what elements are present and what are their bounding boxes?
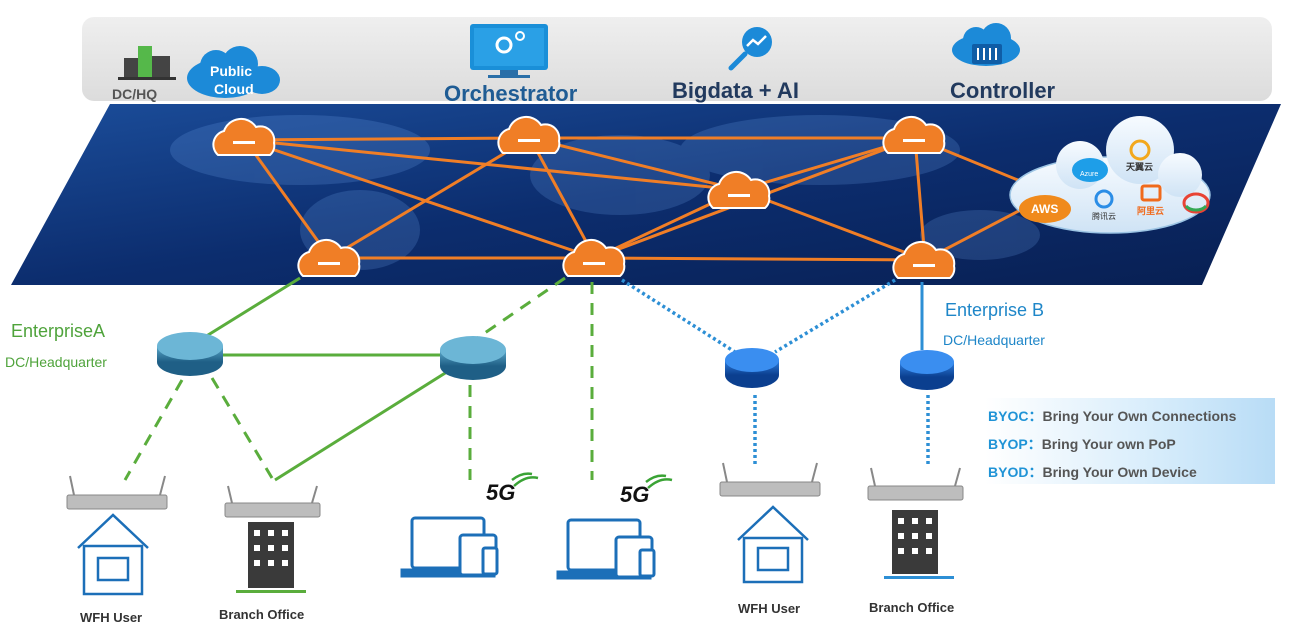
pop-node-2 (497, 115, 561, 154)
pop-node-6 (562, 238, 626, 277)
byop-text: Bring Your own PoP (1041, 436, 1176, 452)
controller-label: Controller (950, 78, 1056, 103)
byod-row: BYOD：Bring Your Own Device (988, 462, 1197, 482)
byod-text: Bring Your Own Device (1042, 464, 1197, 480)
laptop-phone-icon (400, 516, 499, 578)
byoc-text: Bring Your Own Connections (1042, 408, 1237, 424)
home-user-icon (77, 513, 149, 596)
enterprise-b-subtitle: DC/Headquarter (943, 332, 1045, 348)
azure-label: Azure (1080, 171, 1099, 178)
monitor-gear-icon (470, 24, 548, 78)
google-cloud-icon (1182, 192, 1210, 214)
tianyi-cloud-icon (1129, 139, 1151, 161)
five-g-label: 5G (486, 480, 516, 505)
pop-arrow-marks (233, 139, 935, 267)
router-enterprise-a (157, 332, 223, 376)
aliyun-label: 阿里云 (1137, 206, 1165, 216)
aliyun-icon (1140, 184, 1162, 202)
byop-row: BYOP：Bring Your own PoP (988, 434, 1176, 454)
top-bar (82, 17, 1272, 101)
aws-icon (1019, 195, 1071, 223)
enterprise-b-title: Enterprise B (945, 300, 1045, 320)
pop-node-5 (297, 238, 361, 277)
byop-key: BYOP： (988, 436, 1042, 452)
cpe-device-wfh-b (719, 462, 821, 497)
cpe-device-wfh-a (66, 475, 168, 510)
controller-cloud-icon (952, 23, 1020, 66)
bigdata-ai-label: Bigdata + AI (672, 78, 799, 103)
analytics-search-icon (728, 27, 772, 71)
public-cloud-label-line2: Cloud (214, 81, 254, 97)
pop-node-1 (212, 117, 276, 156)
five-g-label-2: 5G (620, 482, 650, 507)
pop-node-3 (882, 115, 946, 154)
building-icon (118, 46, 176, 80)
pop-nodes (212, 115, 956, 279)
tencent-cloud-icon (1094, 189, 1114, 209)
signal-icon (511, 472, 539, 487)
cpe-device-branch-b (867, 467, 964, 501)
orchestrator-label: Orchestrator (444, 81, 578, 106)
router-5g-hub (440, 336, 506, 380)
pop-node-7 (892, 240, 956, 279)
byo-legend: BYOC：Bring Your Own Connections BYOP：Bri… (985, 398, 1275, 484)
home-user-icon-b (737, 505, 809, 584)
laptop-phone-icon-2 (556, 518, 656, 580)
tianyi-label: 天翼云 (1126, 162, 1154, 172)
office-building-icon (236, 522, 306, 593)
branch-office-b-label: Branch Office (869, 600, 955, 615)
enterprise-b-dotted-links (621, 278, 930, 465)
dc-hq-label: DC/HQ (112, 86, 158, 102)
byoc-key: BYOC： (988, 408, 1043, 424)
enterprise-a-links (199, 276, 451, 482)
router-wfh-b (725, 348, 779, 388)
cpe-device-branch-a (224, 485, 321, 518)
enterprise-a-subtitle: DC/Headquarter (5, 354, 107, 370)
pop-node-4 (707, 170, 771, 209)
tencent-label: 腾讯云 (1092, 212, 1116, 221)
aws-label: AWS (1031, 202, 1059, 216)
wfh-user-a-label: WFH User (80, 610, 143, 625)
public-cloud-icon (187, 46, 280, 98)
byoc-row: BYOC：Bring Your Own Connections (988, 406, 1236, 426)
azure-icon (1072, 158, 1108, 182)
signal-icon-2 (645, 474, 673, 489)
cloud-provider-cluster (1009, 116, 1211, 234)
enterprise-a-dashed-links (123, 276, 594, 481)
office-building-icon-b (884, 510, 954, 579)
public-cloud-label-line1: Public (210, 63, 253, 79)
byod-key: BYOD： (988, 464, 1043, 480)
branch-office-a-label: Branch Office (219, 607, 305, 622)
wfh-user-b-label: WFH User (738, 601, 801, 616)
enterprise-a-title: EnterpriseA (11, 321, 106, 341)
router-enterprise-b (900, 350, 954, 390)
